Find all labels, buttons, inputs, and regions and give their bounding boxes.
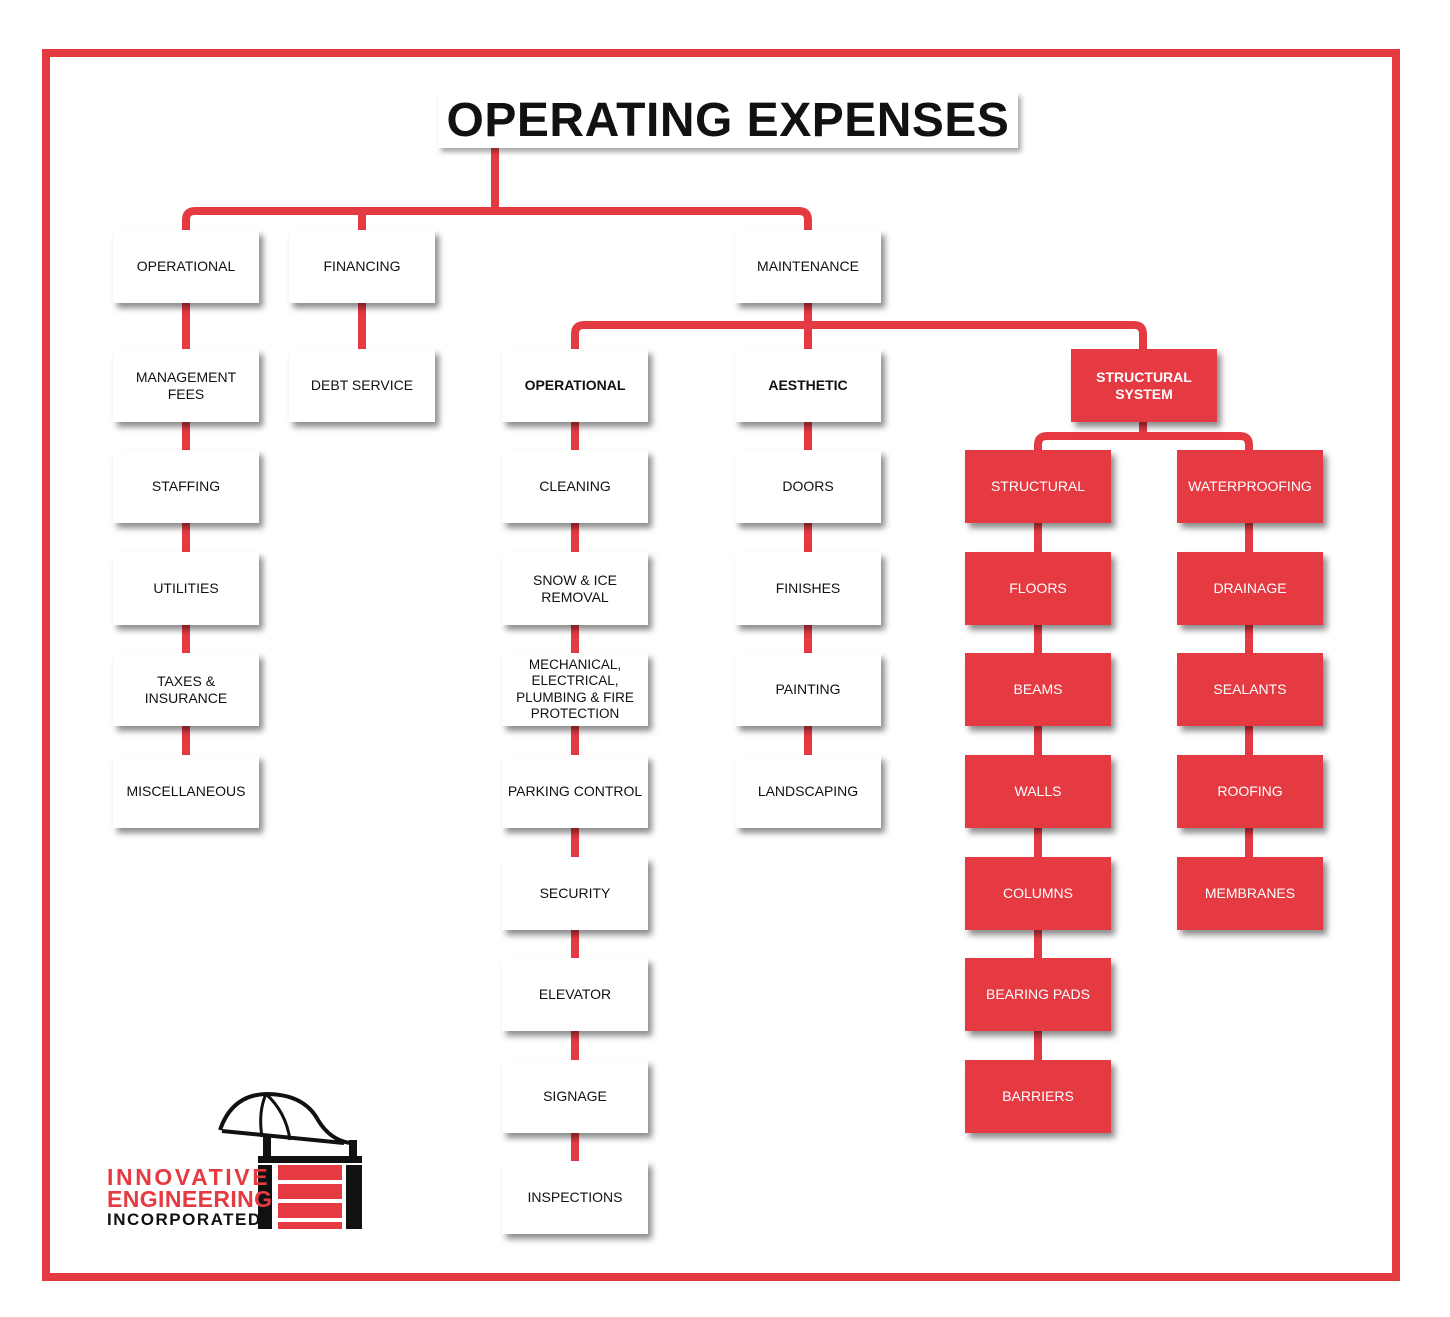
node-columns: COLUMNS [965,857,1111,930]
node-floors: FLOORS [965,552,1111,625]
node-aesthetic: AESTHETIC [735,349,881,422]
page-title: OPERATING EXPENSES [438,92,1018,148]
node-doors: DOORS [735,450,881,523]
node-bearing-pads: BEARING PADS [965,958,1111,1031]
node-landscaping: LANDSCAPING [735,755,881,828]
node-security: SECURITY [502,857,648,930]
node-cleaning: CLEANING [502,450,648,523]
node-walls: WALLS [965,755,1111,828]
node-snow-ice-removal: SNOW & ICE REMOVAL [502,552,648,625]
node-sealants: SEALANTS [1177,653,1323,726]
node-debt-service: DEBT SERVICE [289,349,435,422]
node-maintenance: MAINTENANCE [735,230,881,303]
logo-text-line3: INCORPORATED [107,1210,262,1229]
node-utilities: UTILITIES [113,552,259,625]
node-management-fees: MANAGEMENT FEES [113,349,259,422]
node-waterproofing: WATERPROOFING [1177,450,1323,523]
node-operational: OPERATIONAL [113,230,259,303]
node-drainage: DRAINAGE [1177,552,1323,625]
company-logo-icon [218,1091,362,1229]
node-parking-control: PARKING CONTROL [502,755,648,828]
node-structural: STRUCTURAL [965,450,1111,523]
node-roofing: ROOFING [1177,755,1323,828]
node-elevator: ELEVATOR [502,958,648,1031]
node-miscellaneous: MISCELLANEOUS [113,755,259,828]
node-finishes: FINISHES [735,552,881,625]
node-painting: PAINTING [735,653,881,726]
node-staffing: STAFFING [113,450,259,523]
node-membranes: MEMBRANES [1177,857,1323,930]
node-structural-system: STRUCTURAL SYSTEM [1071,349,1217,422]
node-barriers: BARRIERS [965,1060,1111,1133]
node-inspections: INSPECTIONS [502,1161,648,1234]
node-beams: BEAMS [965,653,1111,726]
node-maint-operational: OPERATIONAL [502,349,648,422]
node-taxes-insurance: TAXES & INSURANCE [113,653,259,726]
node-mep-fire: MECHANICAL, ELECTRICAL, PLUMBING & FIRE … [502,653,648,726]
node-financing: FINANCING [289,230,435,303]
node-signage: SIGNAGE [502,1060,648,1133]
logo-text-line1: INNOVATIVE [107,1164,271,1190]
page-border [42,49,1400,1281]
logo-text-line2: ENGINEERING [107,1186,273,1212]
